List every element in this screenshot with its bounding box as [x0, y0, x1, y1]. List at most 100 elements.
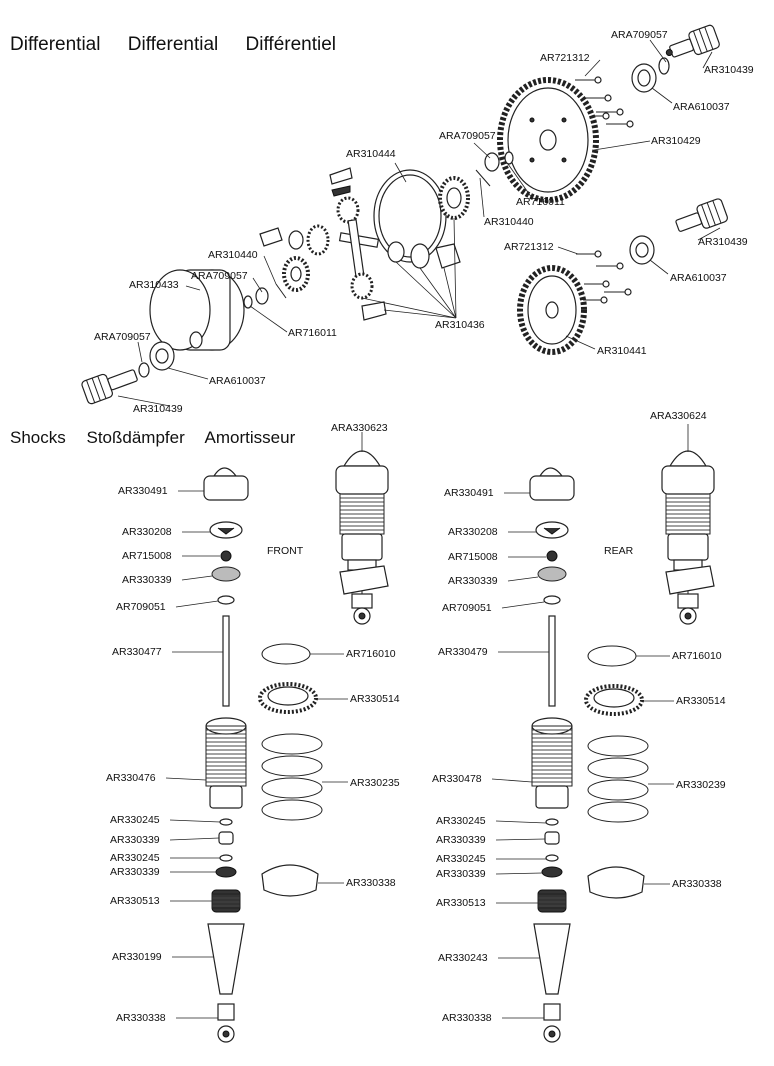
part-label: AR330199 — [112, 951, 162, 963]
part-label: AR330339 — [110, 866, 160, 878]
rod-end-icon — [543, 1003, 561, 1043]
part-label: AR310429 — [651, 135, 701, 147]
collar-icon — [211, 889, 241, 913]
shock-body-icon — [531, 717, 573, 809]
shocks-heading-fr: Amortisseur — [204, 428, 296, 447]
part-label: AR330339 — [110, 834, 160, 846]
part-label: AR330339 — [436, 868, 486, 880]
washer-icon — [410, 243, 430, 269]
part-label: AR330338 — [672, 878, 722, 890]
gear-icon — [517, 265, 587, 355]
shaft-icon — [548, 615, 556, 707]
part-label: AR330339 — [436, 834, 486, 846]
nut-icon — [546, 550, 558, 562]
part-label: ARA709057 — [611, 29, 668, 41]
spring-cup-icon — [587, 866, 645, 899]
gear-icon — [497, 77, 599, 203]
part-label: AR330338 — [346, 877, 396, 889]
part-label: AR330245 — [110, 852, 160, 864]
piston-icon — [211, 566, 241, 582]
washer-icon — [484, 152, 500, 172]
outdrive-icon — [665, 24, 720, 58]
pin-icon — [475, 169, 491, 187]
spring-icon — [261, 733, 323, 821]
part-label: AR310440 — [208, 249, 258, 261]
front-shock-artwork — [203, 450, 389, 1043]
nut-icon — [220, 550, 232, 562]
bearing-icon — [631, 63, 657, 93]
outdrive-icon — [675, 198, 729, 232]
part-label: AR310439 — [698, 236, 748, 248]
part-label: AR330477 — [112, 646, 162, 658]
part-label: ARA610037 — [670, 272, 727, 284]
part-label: AR330239 — [676, 779, 726, 791]
o-ring-icon — [587, 645, 637, 667]
rear-shock-leaders — [491, 424, 689, 1019]
part-label: AR330339 — [448, 575, 498, 587]
part-label: AR330478 — [432, 773, 482, 785]
part-label: AR330245 — [436, 815, 486, 827]
washer-icon — [543, 595, 561, 605]
front-position-label: FRONT — [267, 545, 304, 557]
differential-heading-fr: Différentiel — [245, 34, 337, 55]
part-label: AR715008 — [122, 550, 172, 562]
gear-icon — [282, 256, 310, 292]
gear-icon — [306, 224, 330, 256]
front-shock-leaders — [165, 432, 363, 1019]
part-label: AR330514 — [676, 695, 726, 707]
shocks-heading-en: Shocks — [10, 428, 66, 447]
shaft-icon — [222, 615, 230, 707]
shocks-heading-de: Stoßdämpfer — [86, 428, 185, 447]
rod-end-icon — [217, 1003, 235, 1043]
part-label: AR330514 — [350, 693, 400, 705]
pin-icon — [576, 250, 632, 304]
part-label: AR721312 — [504, 241, 554, 253]
front-assembly-label: ARA330623 — [331, 422, 388, 434]
part-label: AR330339 — [122, 574, 172, 586]
rear-assembly-label: ARA330624 — [650, 410, 707, 422]
part-label: AR310433 — [129, 279, 179, 291]
part-label: ARA610037 — [673, 101, 730, 113]
boot-icon — [207, 923, 245, 995]
part-label: ARA709057 — [94, 331, 151, 343]
part-label: AR716011 — [516, 196, 565, 208]
diff-case-icon — [149, 269, 245, 351]
cross-pin-icon — [338, 219, 380, 277]
pin-icon — [275, 283, 287, 299]
gear-icon — [435, 243, 461, 269]
part-label: AR310444 — [346, 148, 396, 160]
part-label: AR330513 — [110, 895, 160, 907]
shock-body-icon — [335, 450, 389, 625]
collar-icon — [584, 684, 644, 716]
differential-artwork — [81, 24, 729, 407]
part-label: AR330208 — [122, 526, 172, 538]
spring-icon — [587, 735, 649, 823]
part-label: AR310436 — [435, 319, 485, 331]
part-label: AR721312 — [540, 52, 590, 64]
bearing-icon — [629, 235, 655, 265]
collar-icon — [258, 682, 318, 714]
gear-icon — [361, 301, 387, 321]
part-label: AR709051 — [116, 601, 166, 613]
part-label: AR310440 — [484, 216, 534, 228]
part-label: AR330235 — [350, 777, 400, 789]
part-label: AR715008 — [448, 551, 498, 563]
part-label: AR330243 — [438, 952, 488, 964]
washer-icon — [658, 57, 670, 75]
part-label: AR716010 — [672, 650, 722, 662]
gear-icon — [259, 227, 283, 247]
shock-body-icon — [205, 717, 247, 809]
part-label: AR310441 — [597, 345, 647, 357]
gasket-icon — [373, 169, 447, 263]
gear-icon — [329, 167, 353, 185]
part-label: AR330245 — [436, 853, 486, 865]
washer-icon — [504, 151, 514, 165]
part-label: AR330338 — [116, 1012, 166, 1024]
part-label: AR330491 — [118, 485, 168, 497]
gear-icon — [438, 176, 470, 220]
washer-icon — [387, 241, 405, 263]
shock-body-icon — [661, 450, 715, 625]
part-label: AR330245 — [110, 814, 160, 826]
part-label: AR330491 — [444, 487, 494, 499]
